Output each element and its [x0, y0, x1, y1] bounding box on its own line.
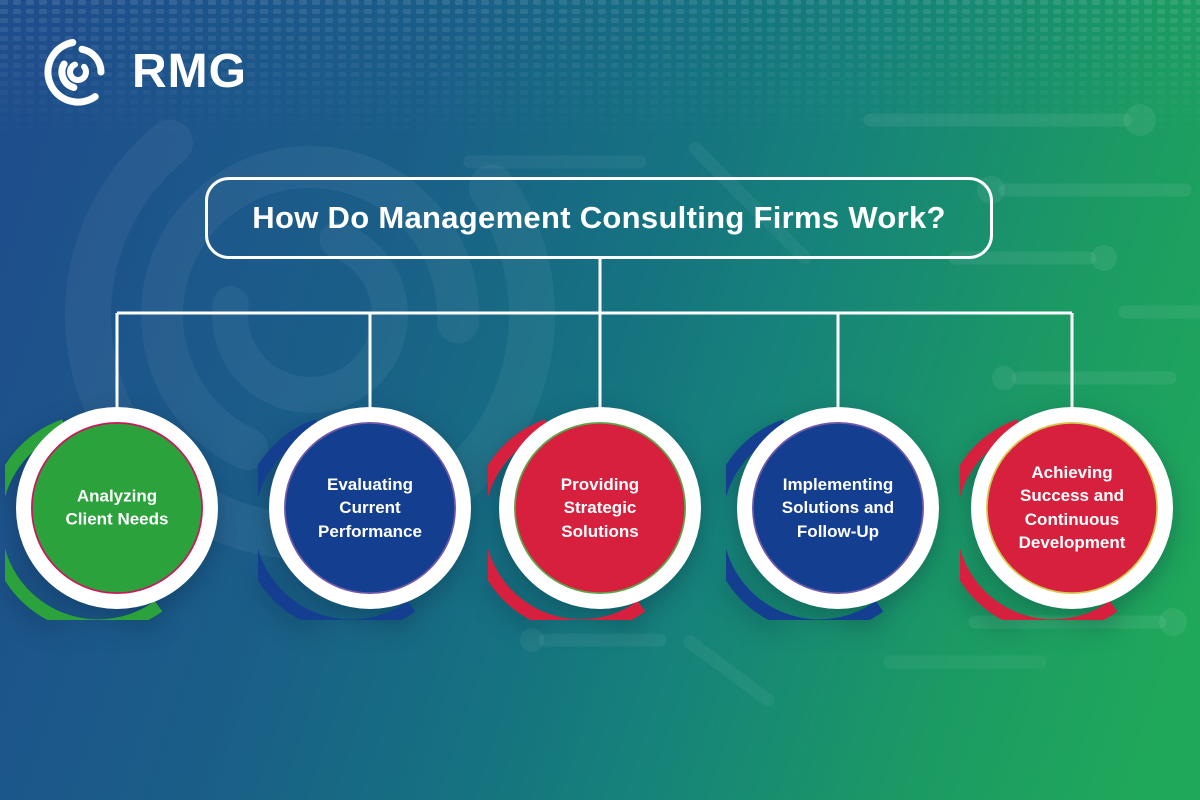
- node-circle-graphic: [960, 407, 1173, 620]
- node-fill: [987, 423, 1157, 593]
- node-label: Evaluating Current Performance: [318, 474, 422, 541]
- rmg-logo-icon: [44, 39, 105, 106]
- node-circle-graphic: [258, 407, 471, 620]
- node-accent-ring: [283, 421, 457, 595]
- diagram-title: How Do Management Consulting Firms Work?: [252, 200, 946, 235]
- brand-logo: RMG: [40, 34, 247, 110]
- node-fill: [753, 423, 923, 593]
- node-circle-graphic: [488, 407, 701, 620]
- node-fill: [285, 423, 455, 593]
- node-providing-strategic-solutions: Providing Strategic Solutions: [488, 396, 712, 620]
- node-accent-ring: [513, 421, 687, 595]
- node-accent-ring: [30, 421, 204, 595]
- node-white-ring: [737, 407, 939, 609]
- title-box: How Do Management Consulting Firms Work?: [205, 177, 993, 259]
- node-circle-graphic: [726, 407, 939, 620]
- node-white-ring: [971, 407, 1173, 609]
- node-back-arc: [960, 419, 1118, 620]
- node-white-ring: [16, 407, 218, 609]
- node-accent-ring: [751, 421, 925, 595]
- node-analyzing-client-needs: Analyzing Client Needs: [5, 396, 229, 620]
- node-evaluating-current-performance: Evaluating Current Performance: [258, 396, 482, 620]
- node-back-arc: [726, 419, 884, 620]
- node-accent-ring: [985, 421, 1159, 595]
- node-white-ring: [269, 407, 471, 609]
- node-back-arc: [5, 419, 163, 620]
- node-fill: [515, 423, 685, 593]
- node-label: Providing Strategic Solutions: [560, 474, 640, 541]
- node-label: Implementing Solutions and Follow-Up: [781, 474, 895, 541]
- node-back-arc: [258, 419, 416, 620]
- node-back-arc: [488, 419, 646, 620]
- node-achieving-success-development: Achieving Success and Continuous Develop…: [960, 396, 1184, 620]
- node-white-ring: [499, 407, 701, 609]
- brand-name: RMG: [132, 45, 247, 98]
- node-fill: [32, 423, 202, 593]
- node-circle-graphic: [5, 407, 218, 620]
- node-label: Analyzing Client Needs: [65, 486, 169, 529]
- node-implementing-solutions-follow-up: Implementing Solutions and Follow-Up: [726, 396, 950, 620]
- node-label: Achieving Success and Continuous Develop…: [1018, 463, 1126, 553]
